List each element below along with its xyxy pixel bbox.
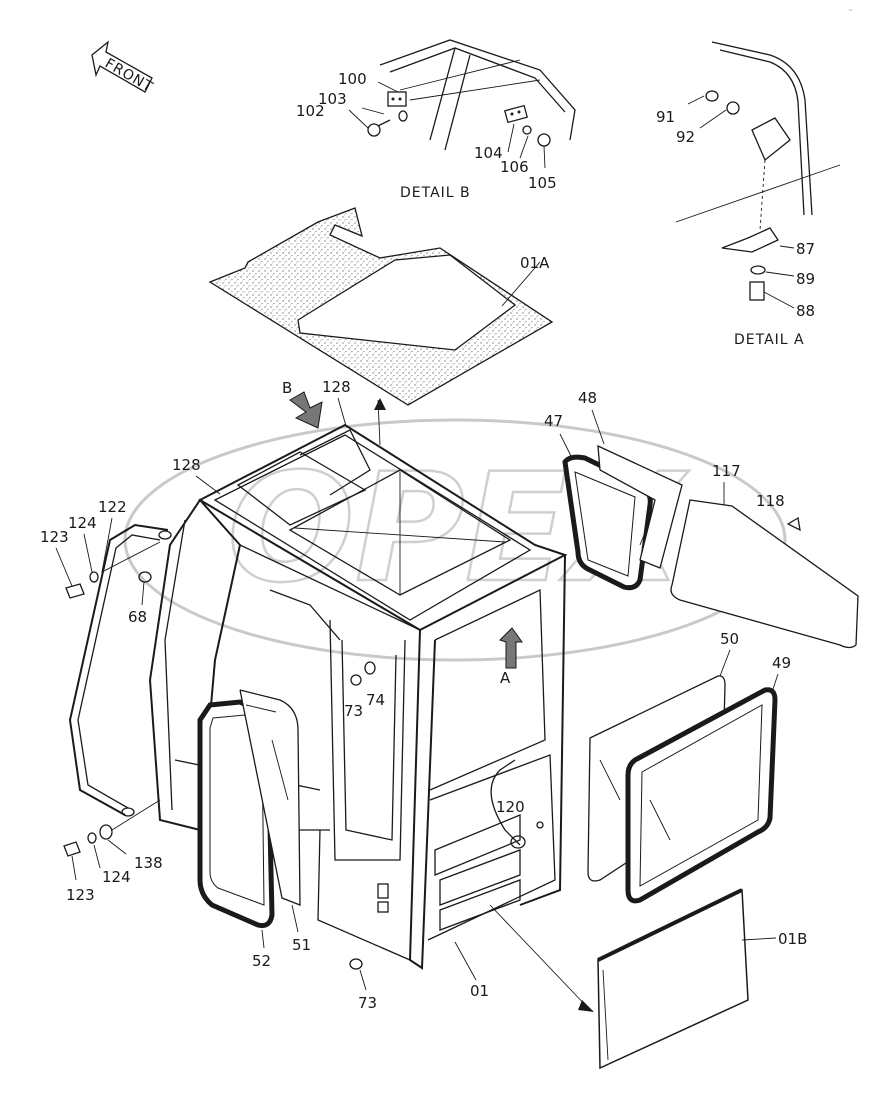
bolt-73b — [349, 958, 363, 970]
leader — [195, 475, 221, 495]
callout-128a: 128 — [322, 378, 351, 396]
arrow-b-icon — [289, 391, 323, 429]
callout-118: 118 — [756, 492, 785, 510]
callout-117: 117 — [712, 462, 741, 480]
callout-50: 50 — [720, 630, 739, 648]
rear-window-glass-48 — [597, 444, 683, 569]
callout-47: 47 — [544, 412, 563, 430]
leader — [261, 929, 265, 949]
callout-91: 91 — [656, 108, 675, 126]
callout-105: 105 — [528, 174, 557, 192]
callout-128b: 128 — [172, 456, 201, 474]
clip-118 — [786, 516, 801, 532]
callout-106: 106 — [500, 158, 529, 176]
side-window-seal-49 — [625, 687, 778, 904]
leader — [591, 409, 605, 445]
callout-51: 51 — [292, 936, 311, 954]
callout-123a: 123 — [40, 528, 69, 546]
leader — [291, 904, 299, 933]
callout-102: 102 — [296, 102, 325, 120]
leader — [359, 969, 367, 991]
callout-122: 122 — [98, 498, 127, 516]
corner-mark: ~ — [848, 7, 853, 14]
front-window-glass-51 — [239, 689, 301, 906]
callout-01A: 01A — [520, 254, 550, 272]
leader — [771, 673, 779, 693]
bolt-lower — [63, 799, 161, 881]
bolt-68 — [138, 571, 152, 606]
leader — [454, 941, 477, 981]
callout-01B: 01B — [778, 930, 807, 948]
marker-a: A — [500, 669, 511, 687]
callout-48: 48 — [578, 389, 597, 407]
callout-123b: 123 — [66, 886, 95, 904]
leader — [719, 649, 731, 677]
front-arrow-icon: FRONT — [91, 40, 156, 96]
leader — [559, 433, 573, 459]
callout-124b: 124 — [102, 868, 131, 886]
harness-120 — [490, 759, 544, 849]
callout-87: 87 — [796, 240, 815, 258]
bolt-123a — [55, 517, 161, 599]
callout-89: 89 — [796, 270, 815, 288]
callout-100: 100 — [338, 70, 367, 88]
side-glass-117 — [670, 499, 859, 649]
handrail — [68, 523, 172, 817]
callout-88: 88 — [796, 302, 815, 320]
detail-b-view — [348, 39, 576, 169]
callout-124a: 124 — [68, 514, 97, 532]
rear-window-seal-47 — [562, 454, 653, 591]
roof-mat — [208, 207, 554, 406]
callout-49: 49 — [772, 654, 791, 672]
bolt-73a — [350, 674, 362, 686]
detail-a-view — [675, 41, 841, 309]
detail-a-label: DETAIL A — [734, 332, 805, 348]
marker-b: B — [282, 379, 292, 397]
callout-73b: 73 — [358, 994, 377, 1012]
callout-01: 01 — [470, 982, 489, 1000]
callout-74: 74 — [366, 691, 385, 709]
callout-120: 120 — [496, 798, 525, 816]
callout-52: 52 — [252, 952, 271, 970]
detail-b-label: DETAIL B — [400, 185, 471, 201]
callout-103: 103 — [318, 90, 347, 108]
callout-73a: 73 — [344, 702, 363, 720]
callout-104: 104 — [474, 144, 503, 162]
leader — [337, 397, 347, 427]
callout-92: 92 — [676, 128, 695, 146]
callout-68: 68 — [128, 608, 147, 626]
floor-mat-01B — [489, 888, 777, 1070]
washer-74 — [364, 661, 376, 675]
callout-138: 138 — [134, 854, 163, 872]
